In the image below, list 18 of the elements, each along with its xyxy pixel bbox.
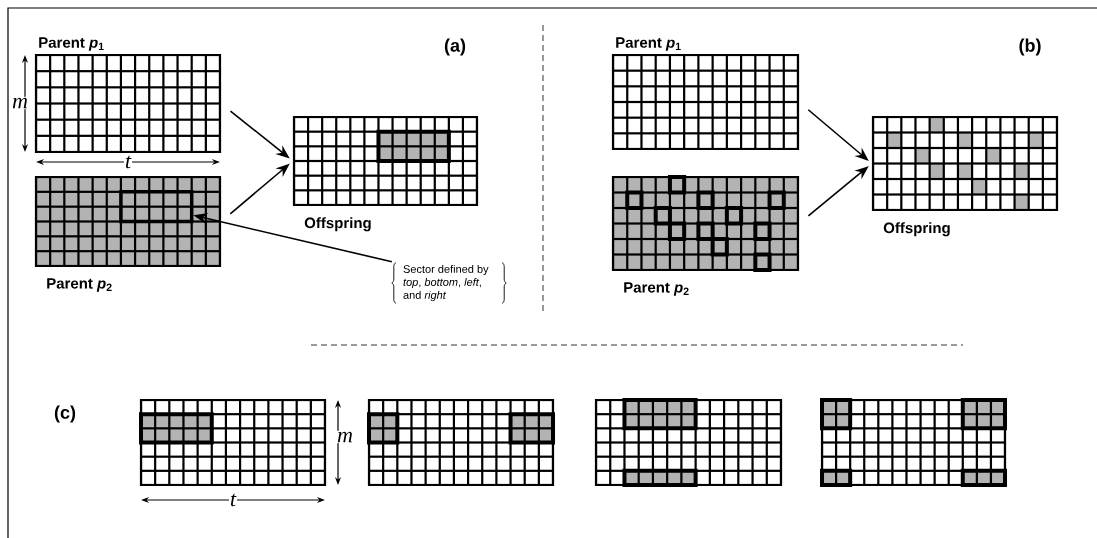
grid-title: Offspring bbox=[883, 222, 950, 237]
grid-drawing bbox=[367, 398, 555, 487]
grid-drawing bbox=[139, 398, 327, 487]
sector-outline bbox=[119, 190, 194, 224]
dimension-label: m bbox=[336, 430, 354, 444]
grid-title: Parent p$_{2}$ bbox=[47, 278, 112, 292]
dimension-label: t bbox=[228, 492, 238, 508]
grid-title: Offspring bbox=[304, 217, 371, 232]
grid-drawing bbox=[820, 398, 1007, 487]
grid-title: Parent p$_{2}$ bbox=[624, 282, 689, 296]
grid-title: Parent p$_{1}$ bbox=[39, 37, 104, 51]
grid-title: Parent p$_{1}$ bbox=[616, 37, 681, 51]
panel-label: (a) bbox=[444, 38, 466, 56]
bracketed-note: Sector defined by top, bottom, left, and right bbox=[391, 262, 507, 304]
panel-label: (c) bbox=[54, 405, 76, 423]
grid-drawing bbox=[594, 398, 783, 487]
panel-label: (b) bbox=[1019, 38, 1041, 56]
dimension-label: t bbox=[123, 154, 133, 170]
